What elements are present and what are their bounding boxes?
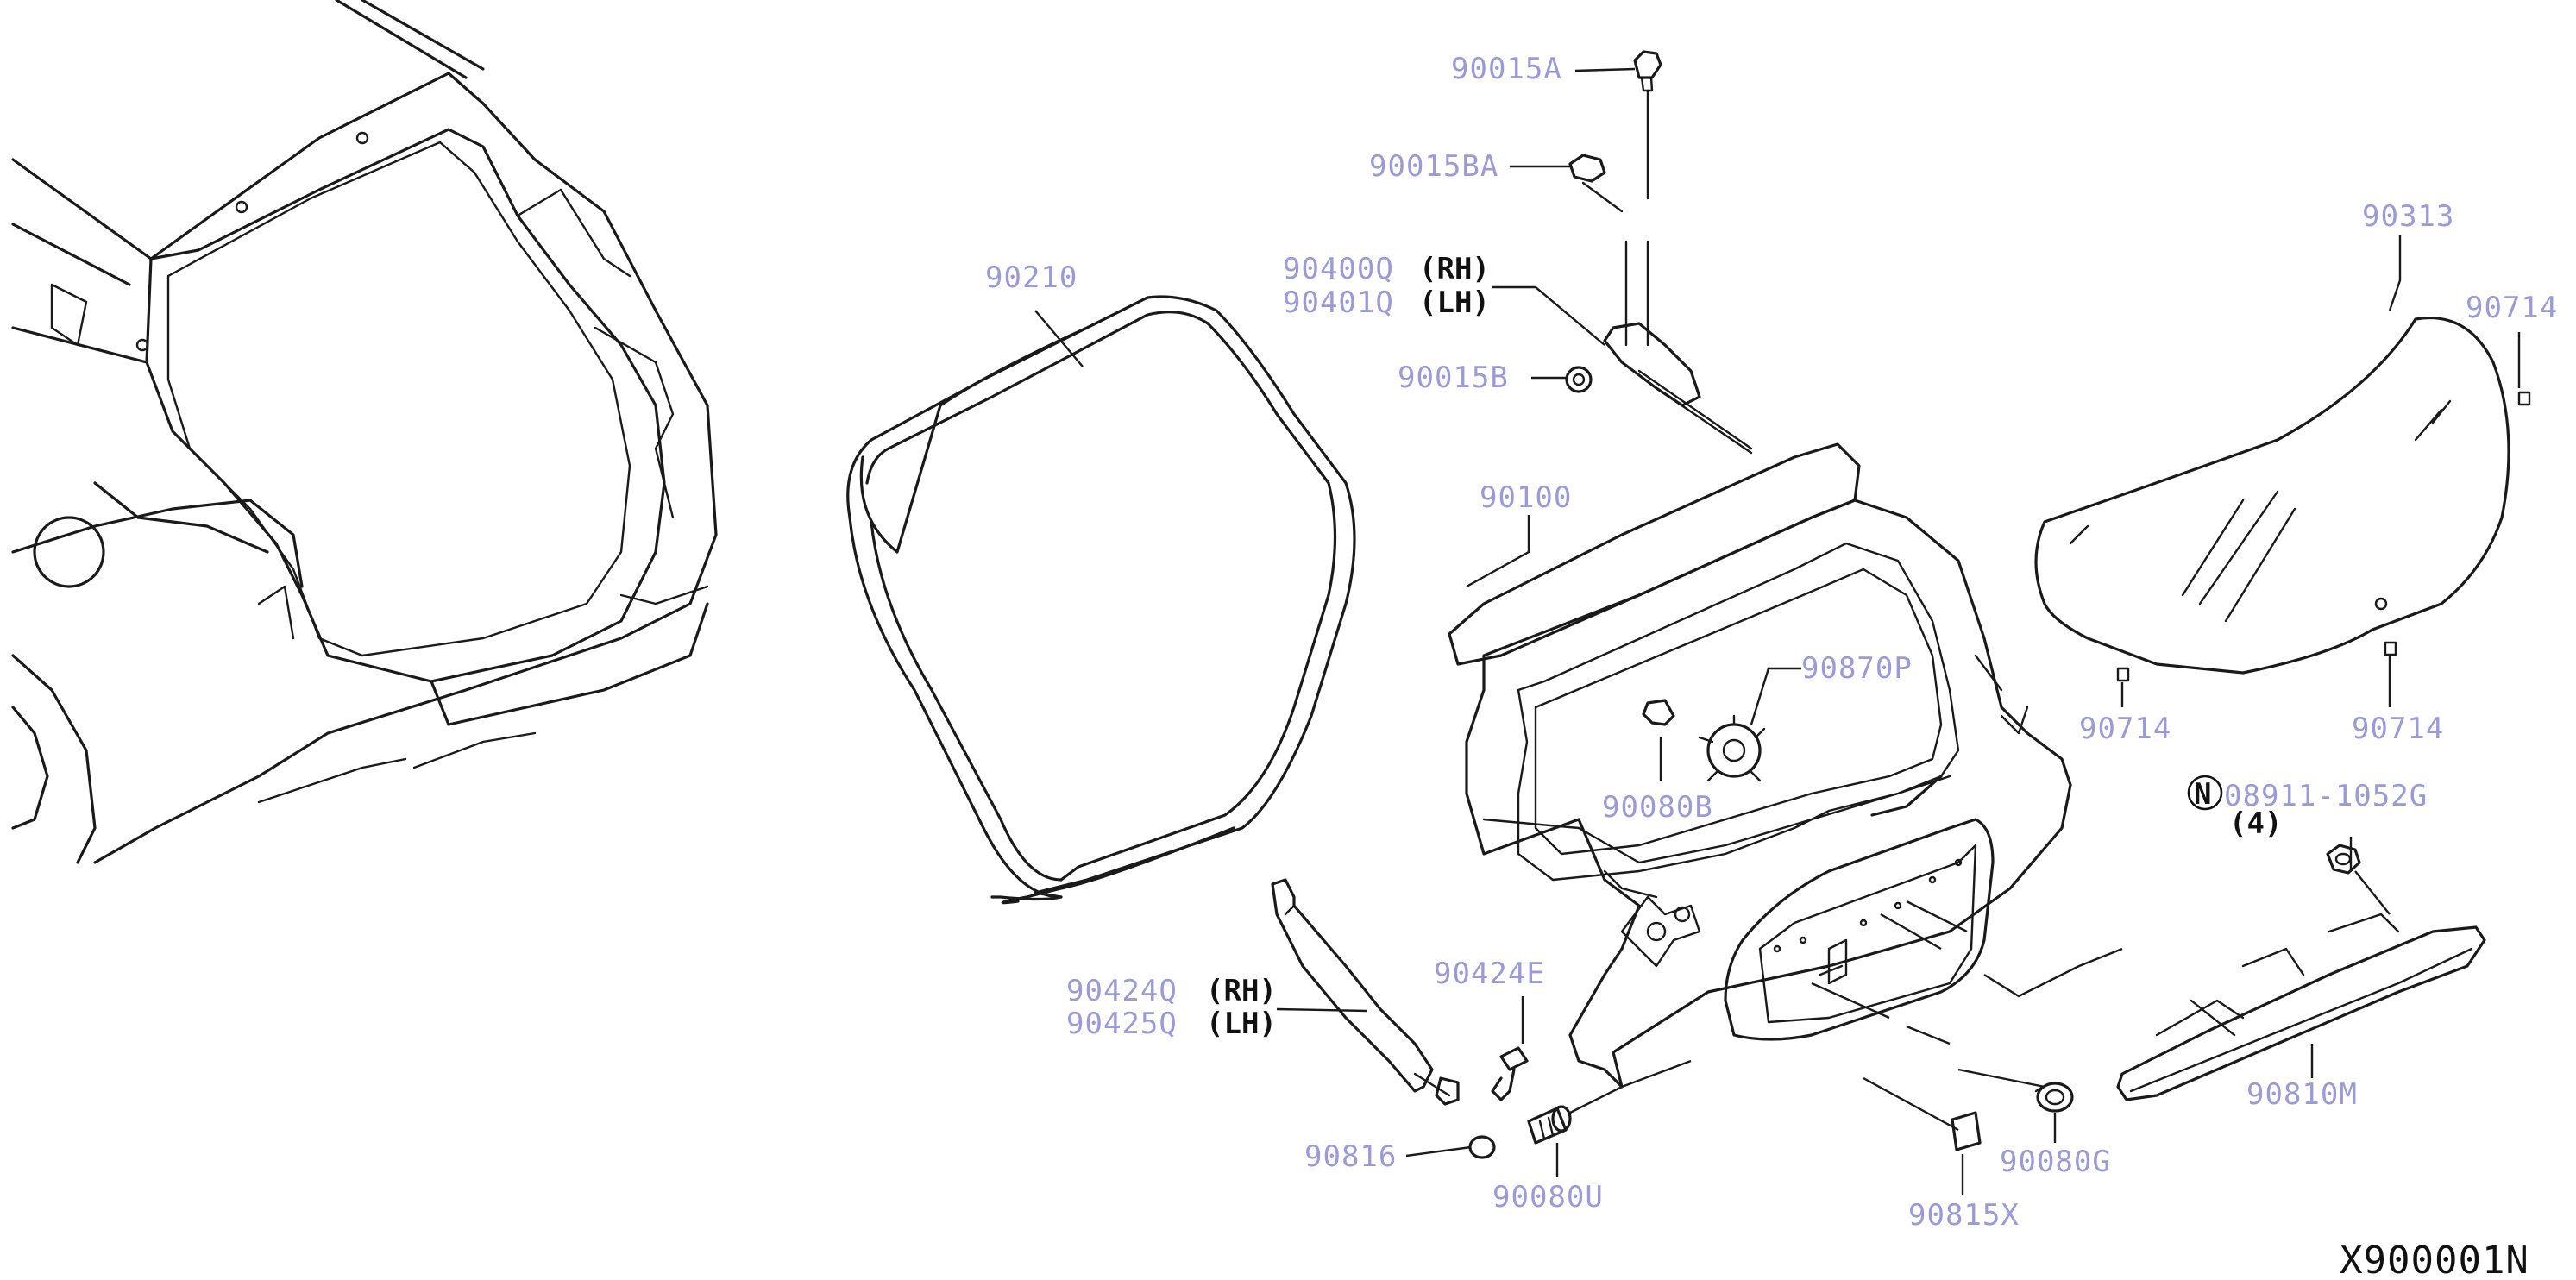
callout-90815x: 90815X	[1908, 1198, 2020, 1233]
hinge-assembly	[1565, 50, 1753, 455]
diagram-code: X900001N	[2340, 1239, 2529, 1280]
bumper-90080B	[1642, 699, 1675, 726]
gas-stay	[1271, 878, 1460, 1106]
side-label-lh-stay: (LH)	[1206, 1007, 1277, 1041]
callout-90425q: 90425Q	[1066, 1007, 1178, 1041]
callout-90080u: 90080U	[1492, 1180, 1604, 1214]
weatherstrip	[846, 295, 1356, 905]
leader-lines	[1034, 67, 2521, 1195]
vehicle-body-outline	[11, 0, 718, 864]
clip-90424E	[1491, 1046, 1529, 1101]
callout-90714-left: 90714	[2079, 712, 2171, 746]
callout-08911-1052g: 08911-1052G	[2224, 779, 2428, 813]
callout-90015ba: 90015BA	[1369, 149, 1498, 184]
rear-window-glass	[2034, 317, 2531, 682]
callout-90714-bottom: 90714	[2352, 712, 2444, 746]
callout-90401q: 90401Q	[1283, 285, 1394, 320]
callout-quantity-4: (4)	[2229, 806, 2282, 841]
finisher-90810M	[2116, 913, 2486, 1101]
back-door-panel	[1448, 442, 2072, 1089]
callout-90015b: 90015B	[1398, 361, 1509, 395]
bushing-90080U	[1527, 1105, 1572, 1145]
callout-90015a: 90015A	[1451, 52, 1562, 86]
callout-90870p: 90870P	[1801, 651, 1913, 686]
svg-text:N: N	[2194, 777, 2211, 812]
assembly-lines	[1569, 870, 2391, 1132]
callout-90080b: 90080B	[1602, 790, 1713, 825]
side-label-rh-stay: (RH)	[1206, 974, 1277, 1008]
cap-90816	[1468, 1135, 1496, 1159]
ring-90870P	[1698, 714, 1766, 782]
bumper-90080G	[2034, 1082, 2074, 1113]
callout-90810m: 90810M	[2246, 1077, 2358, 1112]
callout-labels: 90015A 90015BA 90400Q (RH) 90401Q (LH) 9…	[985, 52, 2558, 1233]
callout-90424e: 90424E	[1434, 957, 1545, 991]
callout-90400q: 90400Q	[1283, 252, 1394, 286]
plug-90815X	[1951, 1111, 1982, 1151]
callout-90080g: 90080G	[2000, 1145, 2111, 1179]
callout-90714-right: 90714	[2466, 291, 2558, 325]
side-label-rh-hinge: (RH)	[1419, 252, 1490, 286]
callout-90424q: 90424Q	[1066, 974, 1178, 1008]
callout-90210: 90210	[985, 260, 1078, 295]
callout-90816: 90816	[1304, 1139, 1397, 1174]
callout-90100: 90100	[1480, 480, 1572, 515]
nut-symbol: N	[2187, 775, 2223, 812]
nut-08911	[2326, 844, 2361, 875]
side-label-lh-hinge: (LH)	[1419, 285, 1490, 320]
callout-90313: 90313	[2362, 199, 2454, 234]
